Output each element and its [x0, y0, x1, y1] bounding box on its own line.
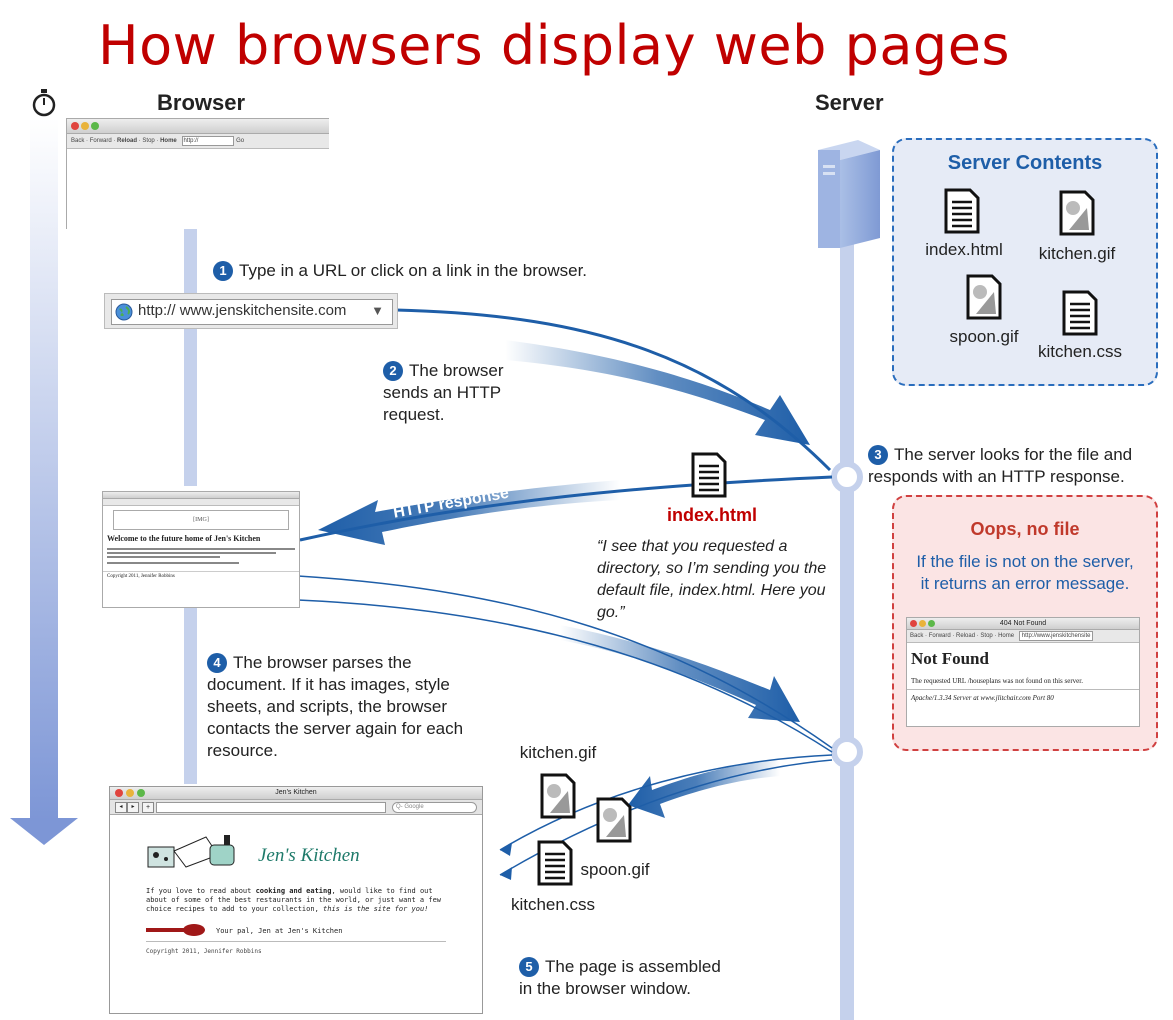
browser-toolbar: ◂ ▸ + Q- Google: [110, 800, 482, 815]
not-found-footer: Apache/1.3.34 Server at www.jlitchair.co…: [911, 694, 1054, 702]
error-box: Oops, no file If the file is not on the …: [892, 495, 1158, 751]
response-arrow: [318, 480, 620, 545]
server-tower-icon: [818, 140, 880, 248]
reload-button[interactable]: Reload: [117, 138, 138, 144]
not-found-body: The requested URL /houseplans was not fo…: [907, 671, 1139, 690]
error-text: If the file is not on the server, it ret…: [916, 552, 1134, 593]
image-placeholder: [IMG]: [113, 510, 289, 530]
image-file-icon: [1059, 190, 1095, 236]
home-button[interactable]: Home: [998, 633, 1015, 639]
image-file-icon: [596, 797, 632, 843]
image-file-icon: [966, 274, 1002, 320]
unstyled-text-lines: [103, 543, 299, 571]
document-icon: [944, 188, 980, 234]
document-icon: [691, 452, 727, 498]
unstyled-heading: Welcome to the future home of Jen's Kitc…: [107, 534, 261, 543]
request-arrow: [505, 340, 810, 445]
response-file-label: index.html: [666, 505, 757, 525]
not-found-heading: Not Found: [911, 649, 989, 668]
file-label-kitchen-gif: kitchen.gif: [1038, 244, 1116, 263]
window-title: Jen's Kitchen: [275, 789, 317, 796]
file-label-index: index.html: [925, 240, 1003, 259]
url-field[interactable]: http:// www.jenskitchensite.com: [138, 302, 347, 319]
server-contents-title: Server Contents: [947, 152, 1103, 174]
error-title: Oops, no file: [970, 519, 1080, 539]
intro-paragraph: If you love to read about cooking and ea…: [146, 887, 442, 913]
go-button[interactable]: Go: [236, 138, 245, 144]
resource-label-kitchen-css: kitchen.css: [510, 895, 596, 914]
document-icon: [1062, 290, 1098, 336]
unstyled-page-window: [IMG] Welcome to the future home of Jen'…: [102, 491, 300, 608]
file-label-spoon-gif: spoon.gif: [949, 327, 1019, 346]
reload-button[interactable]: Reload: [956, 633, 976, 639]
window-titlebar: [67, 119, 329, 134]
resource-label-kitchen-gif: kitchen.gif: [519, 743, 597, 762]
resource-label-spoon-gif: spoon.gif: [580, 860, 650, 879]
time-arrow: [10, 118, 78, 845]
not-found-window: 404 Not Found Back · Forward · Reload · …: [906, 617, 1140, 727]
page-title: How browsers display web pages: [98, 14, 1011, 77]
signoff: Your pal, Jen at Jen's Kitchen: [216, 927, 343, 935]
resource-response-arrow: [628, 760, 780, 818]
add-button[interactable]: +: [142, 802, 154, 813]
divider: [146, 941, 446, 942]
unstyled-copyright: Copyright 2011, Jennifer Robbins: [103, 571, 299, 581]
site-title: Jen's Kitchen: [258, 845, 360, 866]
spoon-icon: [146, 924, 205, 936]
browser-column-heading: Browser: [157, 90, 246, 115]
back-button[interactable]: Back: [910, 633, 924, 639]
browser-toolbar: Back · Forward · Reload · Stop · Home ht…: [67, 134, 329, 149]
file-label-kitchen-css: kitchen.css: [1037, 342, 1123, 361]
server-contents-box: Server Contents index.html kitchen.gif s…: [892, 138, 1158, 386]
search-field[interactable]: Q- Google: [392, 802, 477, 813]
window-title: 404 Not Found: [999, 620, 1047, 627]
server-timeline: [831, 210, 863, 1020]
address-field[interactable]: [156, 802, 386, 813]
stop-button[interactable]: Stop: [980, 633, 993, 639]
browser-toolbar: Back · Forward · Reload · Stop · Home ht…: [907, 630, 1139, 643]
forward-button[interactable]: ▸: [127, 802, 139, 813]
url-dropdown-button[interactable]: ▼: [371, 303, 384, 318]
globe-icon: [115, 303, 133, 321]
address-field[interactable]: http://: [182, 136, 235, 146]
image-file-icon: [540, 773, 576, 819]
forward-button[interactable]: Forward: [928, 633, 951, 639]
server-column-heading: Server: [815, 90, 884, 115]
server-quote: “I see that you requested a directory, s…: [597, 538, 827, 621]
stop-button[interactable]: Stop: [142, 138, 155, 144]
back-button[interactable]: ◂: [115, 802, 127, 813]
forward-button[interactable]: Forward: [89, 138, 112, 144]
back-button[interactable]: Back: [71, 138, 85, 144]
browser-timeline: [184, 228, 197, 784]
final-browser-window: Jen's Kitchen ◂ ▸ + Q- Google Jen's Kitc…: [109, 786, 483, 1014]
url-bar: http:// www.jenskitchensite.com ▼: [104, 293, 398, 329]
kitchen-illustration: [147, 835, 235, 868]
home-button[interactable]: Home: [160, 138, 177, 144]
address-field[interactable]: http://www.jenskitchensite: [1018, 631, 1094, 641]
final-copyright: Copyright 2011, Jennifer Robbins: [146, 948, 262, 955]
stopwatch-icon: [32, 89, 56, 117]
document-icon: [537, 840, 573, 886]
initial-browser-window: Back · Forward · Reload · Stop · Home ht…: [66, 118, 329, 229]
resource-request-arrow: [560, 625, 800, 722]
